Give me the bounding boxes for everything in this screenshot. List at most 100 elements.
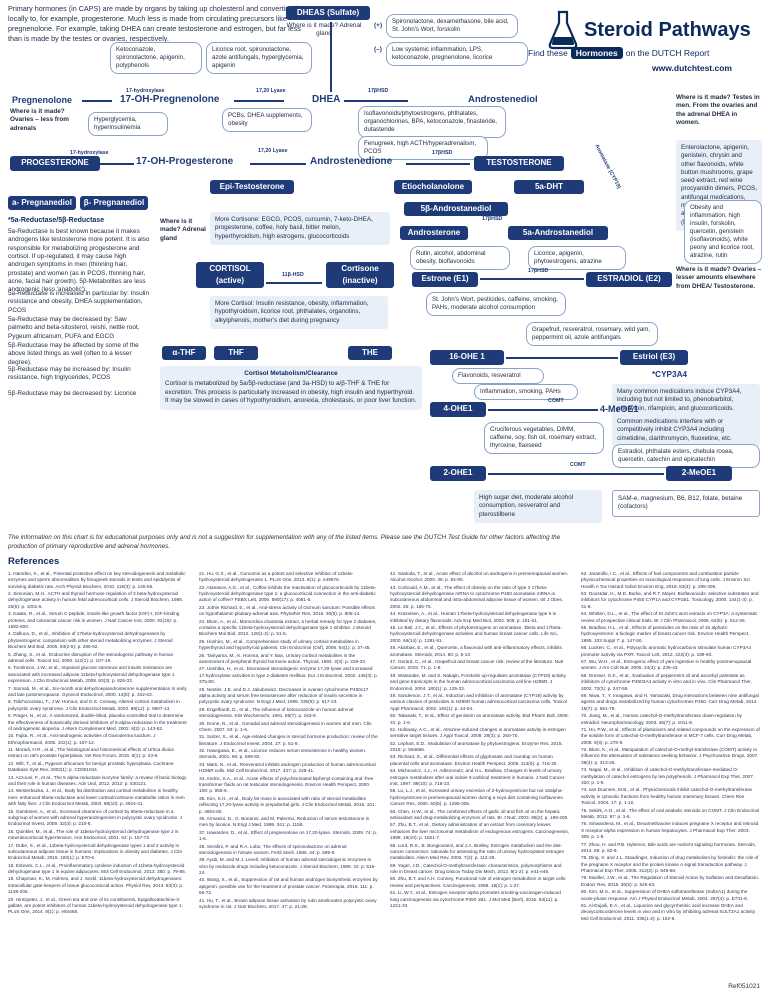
reference-item: 52. Lephart, E.D., Modulation of aromata… bbox=[390, 740, 563, 753]
hormone-cortisone: Cortisone (inactive) bbox=[326, 262, 394, 288]
hormone-etiocholanolone: Etiocholanolone bbox=[394, 180, 472, 194]
reference-item: 64. Whitten, D.L., et al., The effect of… bbox=[581, 611, 758, 623]
callout-lowsys: Low systemic inflammation, LPS, ketocona… bbox=[386, 42, 528, 67]
reference-item: 15. Gambineri, A., et al., Increased cle… bbox=[8, 808, 183, 827]
hormone-dhea: DHEA bbox=[312, 94, 341, 105]
arrow bbox=[82, 100, 112, 102]
hormone-5a-dht: 5a-DHT bbox=[514, 180, 584, 194]
reference-item: 71. Ho, P.W., et al., Effects of plastic… bbox=[581, 726, 760, 745]
sign-minus: (–) bbox=[374, 46, 382, 53]
hormone-cortisol: CORTISOL (active) bbox=[196, 262, 264, 288]
enzyme-17bhsd-3: 17βHSD bbox=[482, 216, 503, 222]
callout-isoflavonoids: Isoflavonoids/phytoestrogens, phthalates… bbox=[358, 106, 506, 139]
reference-item: 32. Hasegawa, E., et al., Licorice reduc… bbox=[199, 748, 367, 760]
cyp3a4-info: Many common medications induce CYP3A4, i… bbox=[612, 384, 760, 417]
enzyme-17bhsd-1: 17βHSD bbox=[368, 88, 389, 94]
hormone-androstenedione: Androstenedione bbox=[310, 156, 393, 167]
hormone-16-ohe1: 16-OHE 1 bbox=[430, 350, 504, 365]
reference-item: 75. Sekirk, A.O., et al., The effect of … bbox=[581, 807, 760, 819]
reference-item: 66. Lucken, C., et al., Polycyclic aroma… bbox=[581, 645, 752, 657]
reference-item: 79. Mueller, J.W., et al., The Regulatio… bbox=[581, 875, 760, 887]
callout-spiro: Spironolactone, dexamethasone, bile acid… bbox=[386, 14, 518, 39]
reference-item: 47. Gerard, C., et al., Grapefruit and b… bbox=[390, 658, 564, 671]
reference-item: 77. Zhou, H. and P.B. Hylemon, Bile acid… bbox=[581, 841, 757, 853]
reference-item: 63. Doostdar, H., M.D. Burke, and R.T. M… bbox=[581, 591, 759, 609]
enzyme-1720-lyase-1: 17,20 Lyase bbox=[256, 88, 286, 94]
reference-item: 37. Hawarden, D., et al., Effect of preg… bbox=[199, 829, 378, 842]
arrow bbox=[266, 282, 322, 284]
callout-rutin: Rutin, alcohol, abdominal obesity, biofl… bbox=[410, 246, 510, 271]
reference-item: 45. Le Bail, J.C., et al., Effects of ph… bbox=[390, 625, 562, 643]
reference-item: 68. Dresser, G.K., et al., Evaluation of… bbox=[581, 672, 752, 691]
reductase-increased: 5a-Reductase is increased in particular … bbox=[8, 290, 150, 314]
cortisol-metabolism: Cortisol Metabolism/Clearance Cortisol i… bbox=[160, 366, 422, 410]
reference-id: Ref051021 bbox=[728, 983, 760, 990]
where-dheas: Where is it made? Adrenal gland bbox=[286, 22, 362, 38]
reductase-decreased: 5a-Reductase may be decreased by: Saw pa… bbox=[8, 316, 140, 340]
arrow bbox=[250, 163, 306, 165]
enzyme-17hydroxylase-2: 17-hydroxylase bbox=[70, 150, 109, 156]
reference-item: 39. Ayub, M. and M.J. Levell, Inhibition… bbox=[199, 857, 376, 876]
reductase-title: *5a-Reductase/5β-Reductase bbox=[8, 217, 105, 224]
callout-inflammation: Inflammation, smoking, PAHs bbox=[474, 384, 578, 401]
callout-hyper: Hyperglycemia, hyperinsulinemia bbox=[88, 112, 168, 137]
callout-stjohns: St. John's Wort, pesticides, caffeine, s… bbox=[426, 292, 566, 317]
hormone-b-pregnanediol: β- Pregnanediol bbox=[80, 196, 148, 210]
hormone-4-meoe1: 4-MeOE1 bbox=[600, 404, 639, 414]
hormone-androstenediol: Androstenediol bbox=[468, 94, 538, 105]
arrow bbox=[100, 163, 134, 165]
flask-icon bbox=[548, 10, 578, 50]
enzyme-1720-lyase-2: 17,20 Lyase bbox=[258, 148, 288, 154]
reference-item: 12. Wilt, T., et al., Pygeum africanum f… bbox=[8, 760, 174, 773]
reference-item: 17. Dube, S., et al., 11beta-hydroxyster… bbox=[8, 842, 183, 861]
reference-item: 43. Corbould, A.M., et al., The effect o… bbox=[390, 584, 564, 609]
reference-item: 28. Nestler, J.E. and D.J. Jakubowicz, D… bbox=[199, 686, 369, 705]
hormone-17oh-progesterone: 17-OH-Progesterone bbox=[136, 156, 234, 167]
reference-item: 7. Stomati, M., et al., Six-month oral d… bbox=[8, 685, 187, 697]
reference-item: 2. Simonian, M.H., ACTH and thyroid horm… bbox=[8, 591, 184, 609]
reference-item: 6. Tomlinson, J.W., et al., Impaired glu… bbox=[8, 665, 175, 684]
reference-item: 14. Westerbacka, J., et al., Body fat di… bbox=[8, 788, 185, 807]
reference-item: 73. Nagai, M., et al., Inhibition of cat… bbox=[581, 767, 755, 786]
reference-item: 21. Hu, G.X., et al., Curcumin as a pote… bbox=[199, 570, 354, 583]
callout-estradiol: Estradiol, phthalate esters, chebula ros… bbox=[612, 444, 760, 469]
hormone-progesterone: PROGESTERONE bbox=[10, 156, 100, 171]
reference-item: 61. Li, W.Y., et al., Estrogen receptor … bbox=[390, 890, 561, 909]
find-text: Find these bbox=[528, 48, 568, 58]
arrow bbox=[234, 100, 284, 102]
hormone-4-ohe1: 4-OHE1 bbox=[430, 402, 486, 417]
reference-item: 27. Ueshiba, H., et al., Decreased stero… bbox=[199, 666, 378, 685]
arrow bbox=[406, 163, 470, 165]
callout-obesity: Obesity and inflammation, high insulin, … bbox=[684, 200, 762, 265]
hormone-5b-androstanediol: 5β-Androstanediol bbox=[404, 202, 508, 216]
reference-item: 1. Hamden, K., et al., Potential protect… bbox=[8, 570, 186, 589]
reference-item: 31. Sulzer, S., et al., Age-related chan… bbox=[199, 734, 378, 746]
enzyme-17hydroxylase-1: 17-hydroxylase bbox=[126, 88, 165, 94]
more-cortisol: More Cortisol: Insulin resistance, obesi… bbox=[210, 296, 388, 329]
reference-item: 57. Zhu, B.T., et al., Dietary administr… bbox=[390, 822, 570, 841]
hormone-5a-androstanediol: 5a-Androstanediol bbox=[508, 226, 608, 240]
reference-item: 62. Jaramillo, I.C., et al., Effects of … bbox=[581, 570, 750, 589]
reference-item: 25. Hoshiro, M., et al., Comprehensive s… bbox=[199, 638, 371, 651]
cortisol-metabolism-title: Cortisol Metabolism/Clearance bbox=[244, 370, 338, 377]
enzyme-comt-2: COMT bbox=[570, 462, 586, 468]
hormone-estradiol: ESTRADIOL (E2) bbox=[586, 272, 672, 287]
find-row: Find these Hormones on the DUTCH Report bbox=[528, 47, 709, 59]
hormone-androsterone: Androsterone bbox=[400, 226, 468, 240]
hormone-a-pregnanediol: a- Pregnanediol bbox=[8, 196, 76, 210]
reference-item: 56. Chen, H.W., et al., The combined eff… bbox=[390, 808, 569, 820]
reference-item: 10. Fujita, R., et al., Anti-androgenic … bbox=[8, 733, 156, 745]
reference-item: 48. Watanabe, M. and S. Nakajin, Forskol… bbox=[390, 672, 566, 691]
website-url[interactable]: www.dutchtest.com bbox=[652, 63, 732, 73]
reference-item: 24. Blum, A., et al., Momordica charanti… bbox=[199, 618, 377, 637]
enzyme-17bhsd-4: 17βHSD bbox=[528, 268, 549, 274]
reference-item: 72. Blum, K., et al., Manipulation of ca… bbox=[581, 747, 759, 765]
reductase-text: 5a-Reductase is best known because it ma… bbox=[8, 228, 150, 294]
reference-item: 58. Lord, R.S., B. Bongiovanni, and J.A.… bbox=[390, 842, 565, 861]
arrow bbox=[506, 357, 618, 359]
reference-item: 38. Serafini, P. and R.A. Lobo, The effe… bbox=[199, 843, 347, 855]
enzyme-17bhsd-2: 17βHSD bbox=[432, 150, 453, 156]
callout-licorice: Licorice root, spironolactone, azole ant… bbox=[206, 42, 312, 75]
callout-sam: SAM-e, magnesium, B6, B12, folate, betai… bbox=[612, 490, 760, 517]
arrow bbox=[480, 278, 584, 280]
